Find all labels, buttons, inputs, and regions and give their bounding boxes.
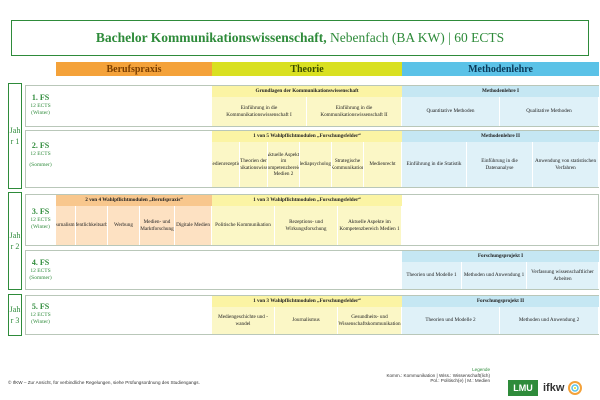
fs2-theory-cell-4: Mediapsychologie [300,142,332,187]
fs3-prax-cell-5: Digitale Medien [175,206,212,245]
fs3-prax-cell-4: Medien- und Marktforschung [140,206,175,245]
semester-label-5: 5. FS 12 ECTS (Winter) [27,302,54,326]
fs5-method-cell-2: Methoden und Anwendung 2 [500,307,599,334]
legend-title: Legende [472,367,490,372]
fs3-theory-cell-1: Politische Kommunikation [212,206,275,245]
fs2-method-cell-2: Einführung in die Datenanalyse [467,142,533,187]
semester-label-4: 4. FS 12 ECTS (Sommer) [27,258,54,282]
fs4-method-cell-3: Verfassung wissenschaftlicher Arbeiten [527,262,599,289]
fs5-method-bar: Forschungsprojekt II [402,296,599,307]
fs2-method-cell-3: Anwendung von statistischen Verfahren [533,142,599,187]
semester-name: 4. FS [31,258,50,267]
fs1-theory-cell-2: Einführung in die Kommunikationswissensc… [307,97,402,126]
semester-ects: 12 ECTS [30,268,51,274]
fs3-prax-cell-2: Öffentlichkeitsarbeit [76,206,108,245]
lmu-logo: LMU [508,380,538,396]
fs2-method-cell-1: Einführung in die Statistik [402,142,467,187]
legend-line-2: Pol.: Politisch(e) | M.: Medien [430,378,490,383]
semester-label-2: 2. FS 12 ECTS (Sommer) [27,141,54,169]
fs3-prax-cell-1: Journalismus [56,206,76,245]
fs2-method-bar: Methodenlehre II [402,131,599,142]
fs5-method-cell-1: Theorien und Modelle 2 [402,307,500,334]
semester-ects: 12 ECTS [30,217,51,223]
semester-row-3 [25,194,599,246]
fs4-method-cell-1: Theorien und Modelle 1 [402,262,462,289]
lmu-logo-text: LMU [513,383,533,393]
semester-term: (Winter) [31,319,50,325]
legend-line-1: Komm.: Kommunikation | Wiss.: Wissenscha… [386,373,490,378]
fs2-theory-cell-6: Medienrecht [364,142,402,187]
fs3-theory-bar: 1 von 3 Wahlpflichtmodulen „Forschungsfe… [212,195,402,206]
fs5-theory-bar: 1 von 3 Wahlpflichtmodulen „Forschungsfe… [212,296,402,307]
fs1-theory-bar: Grundlagen der Kommunikationswissenschaf… [212,86,402,97]
semester-term: (Winter) [31,110,50,116]
footer-note: © IfKW – Zur Ansicht, für verbindliche R… [8,380,200,385]
semester-term: (Sommer) [29,275,52,281]
fs2-theory-cell-5: Strategische Kommunikation [332,142,364,187]
fs4-method-cell-2: Methoden und Anwendung 1 [462,262,527,289]
fs1-theory-cell-1: Einführung in die Kommunikationswissensc… [212,97,307,126]
semester-ects: 12 ECTS [30,151,51,157]
header-berufspraxis: Berufspraxis [56,62,212,76]
fs1-method-bar: Methodenlehre I [402,86,599,97]
fs3-theory-cell-2: Rezeptions- und Wirkungsforschung [275,206,338,245]
year-1-label: Jahr 1 [8,83,22,189]
semester-label-3: 3. FS 12 ECTS (Winter) [27,207,54,231]
year-3-label: Jahr 3 [8,294,22,336]
title-rest: Nebenfach (BA KW) | 60 ECTS [326,30,505,45]
fs4-method-bar: Forschungsprojekt I [402,251,599,262]
ifkw-logo-text: ifkw [543,382,565,394]
fs3-prax-bar: 2 von 4 Wahlpflichtmodulen „Berufspraxis… [56,195,212,206]
fs2-theory-cell-1: Medienrezeption [212,142,240,187]
semester-term: (Sommer) [29,162,52,168]
semester-name: 2. FS [31,141,50,150]
fs3-prax-cell-3: Werbung [108,206,140,245]
legend: Legende Komm.: Kommunikation | Wiss.: Wi… [360,367,490,383]
fs5-theory-cell-3: Gesundheits- und Wissenschaftskommunikat… [338,307,402,334]
fs1-method-cell-2: Qualitative Methoden [500,97,599,126]
header-theorie: Theorie [212,62,402,76]
semester-name: 3. FS [31,207,50,216]
page-title: Bachelor Kommunikationswissenschaft, Neb… [11,20,589,56]
semester-name: 5. FS [31,302,50,311]
fs5-theory-cell-1: Mediengeschichte und -wandel [212,307,275,334]
fs1-method-cell-1: Quantitative Methoden [402,97,500,126]
semester-ects: 12 ECTS [30,312,51,318]
title-bold: Bachelor Kommunikationswissenschaft, [95,30,327,45]
fs3-theory-cell-3: Aktuelle Aspekte im Kompetenzbereich Med… [338,206,402,245]
fs2-theory-cell-3: Aktuelle Aspekte im Kompetenzbereich Med… [268,142,300,187]
fs2-theory-bar: 1 von 5 Wahlpflichtmodulen „Forschungsfe… [212,131,402,142]
fs2-theory-cell-2: Theorien der Kommunikationswissenschaft [240,142,268,187]
header-methodenlehre: Methodenlehre [402,62,599,76]
semester-name: 1. FS [31,93,50,102]
semester-label-1: 1. FS 12 ECTS (Winter) [27,93,54,117]
fs5-theory-cell-2: Journalismus [275,307,338,334]
semester-ects: 12 ECTS [30,103,51,109]
ifkw-logo: ifkw [543,379,599,397]
ifkw-circle-icon [568,381,583,395]
year-2-label: Jahr 2 [8,192,22,290]
semester-term: (Winter) [31,224,50,230]
